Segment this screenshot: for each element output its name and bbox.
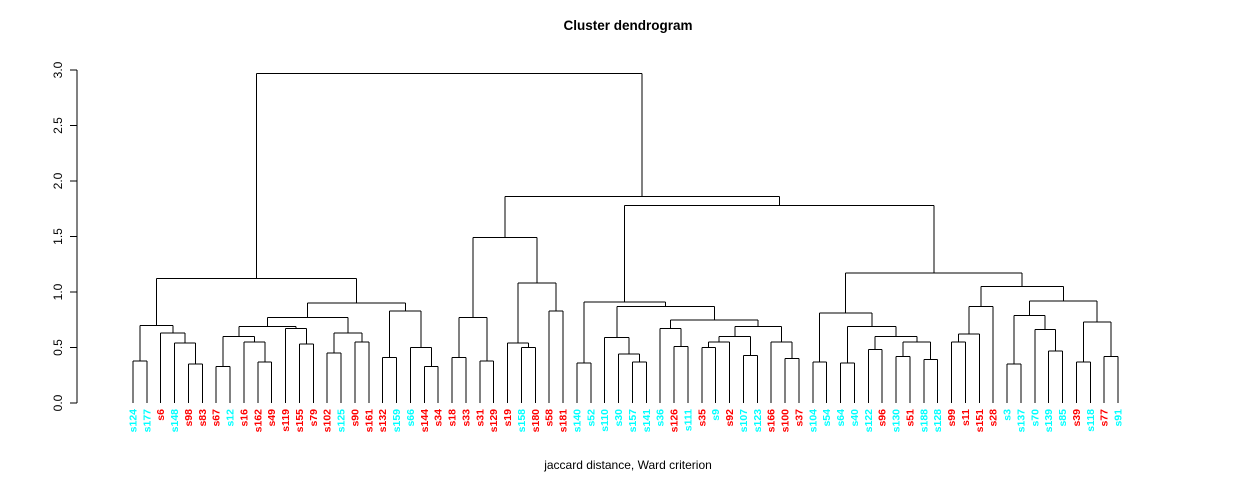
- leaf-label-s30: s30: [613, 409, 625, 427]
- leaf-label-s148: s148: [169, 409, 181, 433]
- leaf-label-s18: s18: [447, 409, 459, 427]
- leaf-label-s110: s110: [599, 409, 611, 432]
- y-tick-label: 0.5: [51, 339, 65, 356]
- leaf-label-s141: s141: [641, 409, 653, 433]
- leaf-label-s157: s157: [627, 409, 639, 433]
- leaf-label-s11: s11: [960, 409, 972, 426]
- leaf-label-s85: s85: [1057, 409, 1069, 427]
- leaf-label-s104: s104: [807, 409, 819, 433]
- leaf-label-s118: s118: [1085, 409, 1097, 432]
- chart-title: Cluster dendrogram: [563, 18, 692, 33]
- leaf-label-s180: s180: [530, 409, 542, 433]
- leaf-label-s77: s77: [1099, 409, 1111, 427]
- leaf-label-s19: s19: [502, 409, 514, 427]
- leaf-label-s177: s177: [141, 409, 153, 433]
- leaf-label-s66: s66: [405, 409, 417, 427]
- leaf-label-s126: s126: [669, 409, 681, 433]
- leaf-label-s166: s166: [766, 409, 778, 433]
- leaf-label-s100: s100: [780, 409, 792, 433]
- leaf-label-s40: s40: [849, 409, 861, 427]
- leaf-label-s36: s36: [655, 409, 667, 427]
- leaf-label-s144: s144: [419, 409, 431, 433]
- leaf-label-s33: s33: [460, 409, 472, 427]
- leaf-label-s158: s158: [516, 409, 528, 433]
- y-tick-label: 2.5: [51, 117, 65, 134]
- leaf-label-s188: s188: [918, 409, 930, 433]
- y-tick-label: 3.0: [51, 61, 65, 78]
- leaf-label-s34: s34: [433, 409, 445, 427]
- leaf-label-s161: s161: [363, 409, 375, 433]
- leaf-label-s119: s119: [280, 409, 292, 432]
- leaf-label-s79: s79: [308, 409, 320, 427]
- leaf-label-s9: s9: [710, 409, 722, 421]
- leaf-label-s39: s39: [1071, 409, 1083, 427]
- leaf-label-s51: s51: [904, 409, 916, 427]
- leaf-label-s130: s130: [891, 409, 903, 433]
- leaf-label-s129: s129: [488, 409, 500, 433]
- leaf-label-s181: s181: [558, 409, 570, 433]
- y-tick-label: 2.0: [51, 172, 65, 189]
- leaf-label-s99: s99: [946, 409, 958, 427]
- leaf-label-s67: s67: [211, 409, 223, 427]
- x-axis-caption: jaccard distance, Ward criterion: [543, 458, 712, 472]
- leaf-label-s162: s162: [252, 409, 264, 433]
- leaf-label-s159: s159: [391, 409, 403, 433]
- leaf-label-s132: s132: [377, 409, 389, 433]
- leaf-label-s12: s12: [225, 409, 237, 427]
- leaf-label-s111: s111: [682, 409, 694, 431]
- leaf-label-s35: s35: [696, 409, 708, 427]
- y-tick-label: 0.0: [51, 394, 65, 411]
- leaf-label-s125: s125: [336, 409, 348, 433]
- leaf-label-s123: s123: [752, 409, 764, 433]
- leaf-label-s28: s28: [988, 409, 1000, 427]
- leaf-label-s155: s155: [294, 409, 306, 433]
- leaf-label-s91: s91: [1113, 409, 1125, 427]
- leaf-label-s83: s83: [197, 409, 209, 427]
- leaf-label-s137: s137: [1015, 409, 1027, 433]
- leaf-label-s140: s140: [571, 409, 583, 433]
- leaf-label-s102: s102: [322, 409, 334, 433]
- leaf-label-s64: s64: [835, 409, 847, 427]
- leaf-label-s139: s139: [1043, 409, 1055, 433]
- y-tick-label: 1.0: [51, 283, 65, 300]
- leaf-label-s70: s70: [1029, 409, 1041, 427]
- leaf-label-s31: s31: [474, 409, 486, 427]
- leaf-label-s128: s128: [932, 409, 944, 433]
- leaf-label-s3: s3: [1002, 409, 1014, 421]
- leaf-label-s54: s54: [821, 409, 833, 427]
- leaf-label-s52: s52: [585, 409, 597, 427]
- leaf-label-s122: s122: [863, 409, 875, 433]
- leaf-label-s107: s107: [738, 409, 750, 433]
- dendrogram-links: [132, 72, 1119, 403]
- y-tick-label: 1.5: [51, 228, 65, 245]
- leaf-label-s96: s96: [877, 409, 889, 427]
- leaf-label-s16: s16: [238, 409, 250, 427]
- y-axis: 0.0 0.5 1.0 1.5 2.0 2.5 3.0: [51, 61, 78, 411]
- leaf-label-s151: s151: [974, 409, 986, 433]
- leaf-label-s98: s98: [183, 409, 195, 427]
- leaf-label-s37: s37: [793, 409, 805, 427]
- leaf-label-s6: s6: [155, 409, 167, 421]
- leaf-label-s124: s124: [128, 409, 140, 433]
- leaf-label-s92: s92: [724, 409, 736, 427]
- leaf-label-s58: s58: [544, 409, 556, 427]
- leaf-label-s49: s49: [266, 409, 278, 427]
- leaf-label-s90: s90: [349, 409, 361, 427]
